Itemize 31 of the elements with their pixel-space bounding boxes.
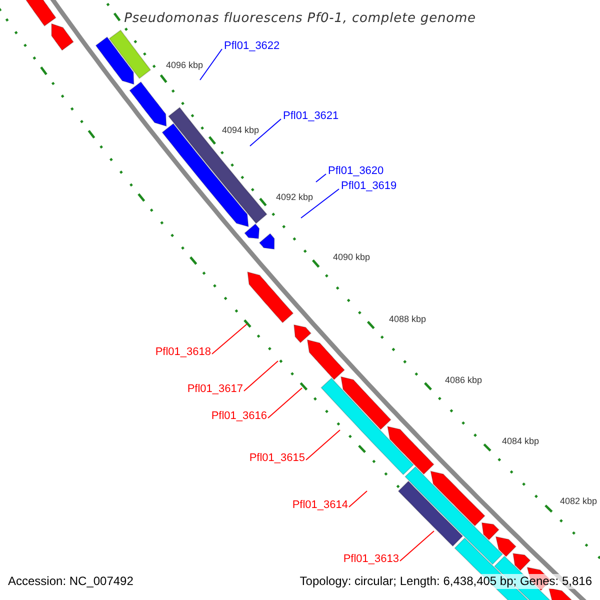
leader-line [268,388,302,418]
gene-label: Pfl01_3619 [341,178,397,194]
gene-label: Pfl01_3616 [211,408,267,424]
gene-label: Pfl01_3621 [283,108,339,124]
position-label: 4092 kbp [276,191,314,203]
gene-label: Pfl01_3615 [249,450,305,466]
gene-label: Pfl01_3618 [155,344,211,360]
position-label: 4090 kbp [333,251,370,263]
position-label: 4082 kbp [560,495,598,507]
gene-label: Pfl01_3617 [187,381,243,397]
gene-label: Pfl01_3620 [328,163,384,179]
position-label: 4094 kbp [222,124,260,136]
position-label: 4084 kbp [502,435,540,447]
position-label: 4088 kbp [389,313,426,325]
leader-line [400,530,434,562]
position-label: 4086 kbp [445,374,482,386]
genome-summary: Topology: circular; Length: 6,438,405 bp; Genes: 5,816 [300,574,592,589]
title: Pseudomonas fluorescens Pf0-1, complete genome [124,10,476,28]
gene-label: Pfl01_3614 [292,497,348,513]
leader-line [212,324,248,354]
gene-label: Pfl01_3622 [224,38,280,54]
leader-line [250,118,282,146]
leader-line [300,188,340,218]
leader-line [306,430,340,460]
position-label: 4096 kbp [166,59,204,71]
leader-line [348,490,368,508]
accession-label: Accession: NC_007492 [8,574,134,589]
leader-line [316,174,326,182]
leader-line [200,48,222,80]
leader-line [244,360,278,392]
gene-label: Pfl01_3613 [343,551,399,567]
